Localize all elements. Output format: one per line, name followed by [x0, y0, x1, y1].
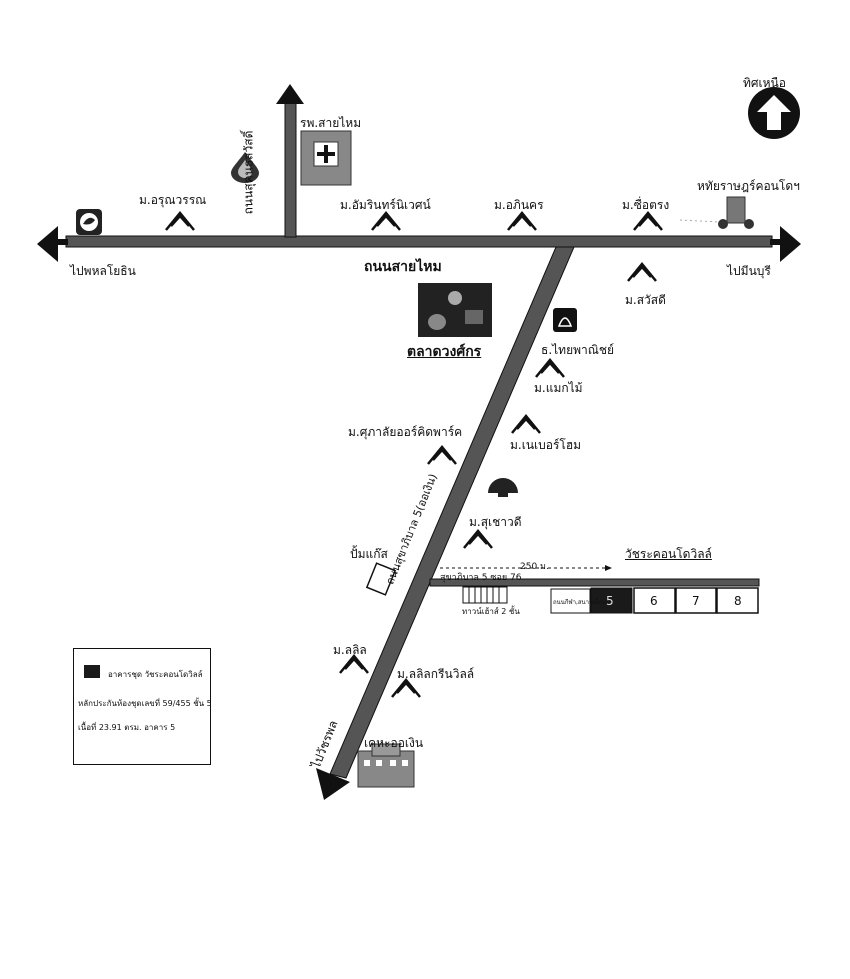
kheha-building-icon: [357, 743, 415, 788]
bank-label: ธ.ไทยพาณิชย์: [541, 343, 615, 357]
bank-icon: [553, 308, 577, 332]
kheha-label: เคหะออเงิน: [364, 736, 424, 750]
suetrong-label: ม.ซื่อตรง: [622, 198, 670, 212]
arrow-north: [276, 84, 304, 104]
main-road-label: ถนนสายไหม: [364, 259, 442, 275]
main-road: [65, 235, 773, 248]
house-icon: [371, 211, 401, 231]
reserve-area: [550, 588, 591, 614]
compass-label: ทิศเหนือ: [743, 76, 786, 90]
soi-label: สุขาภิบาล 5 ซอย 76: [440, 573, 522, 583]
reserve-label: ถนนกีฬา,สนามเด็กเล่น: [553, 599, 613, 606]
townhouse-label: ทาวน์เฮ้าส์ 2 ชั้น: [462, 607, 520, 616]
arrow-southwest: [316, 768, 350, 800]
sawatdee-label: ม.สวัสดี: [625, 293, 666, 307]
west-direction-label: ไปพหลโยธิน: [70, 264, 136, 278]
house-icon: [507, 211, 537, 231]
house-icon: [535, 358, 565, 378]
house-icon: [511, 414, 541, 434]
building-7: [675, 587, 717, 614]
ptt-drop-icon: [231, 152, 259, 183]
house-icon: [339, 654, 369, 674]
legend-line2: เนื้อที่ 23.91 ตรม. อาคาร 5: [78, 723, 176, 732]
diagonal-road: [329, 246, 575, 779]
pt-station-icon: [76, 209, 102, 235]
gas-station-icon: [365, 562, 397, 596]
legend-line1: หลักประกันห้องชุดเลขที่ 59/455 ชั้น 5: [78, 699, 212, 708]
soi-road: [429, 578, 760, 587]
legend-item: อาคารชุด วัชระคอนโดวิลล์: [108, 670, 203, 679]
lalin-label: ม.ลลิล: [333, 643, 367, 657]
houses: [165, 211, 663, 698]
suchaowadee-label: ม.สุเชาวดี: [469, 515, 522, 529]
legend-box: อาคารชุด วัชระคอนโดวิลล์ หลักประกันห้องช…: [73, 648, 212, 765]
legend-swatch: [84, 665, 100, 678]
north-road: [284, 102, 297, 238]
market-label: ตลาดวงศ์กร: [407, 344, 482, 360]
house-icon: [633, 211, 663, 231]
house-icon: [391, 678, 421, 698]
gas-label: ปั้มแก๊ส: [350, 547, 388, 561]
lalin-green-label: ม.ลลิลกรีนวิลล์: [397, 667, 475, 681]
market-icon: [418, 283, 492, 337]
hospital-label: รพ.สายไหม: [300, 116, 362, 130]
naybor-label: ม.เนเบอร์โฮม: [510, 438, 582, 452]
house-icon: [627, 262, 657, 282]
arrow-west: [37, 226, 58, 262]
supalai-label: ม.ศุภาลัยออร์คิดพาร์ค: [348, 425, 463, 439]
hospital-icon: [300, 130, 352, 186]
east-direction-label: ไปมีนบุรี: [727, 264, 771, 278]
house-icon: [427, 445, 457, 465]
distance-label: 250 ม.: [520, 562, 549, 572]
building-6: [633, 587, 676, 614]
building-8-label: 8: [734, 594, 742, 608]
building-8: [716, 587, 759, 614]
building-5-label: 5: [606, 594, 614, 608]
shell-icon: [488, 478, 518, 497]
building-7-label: 7: [692, 594, 700, 608]
building-6-label: 6: [650, 594, 658, 608]
house-icon: [463, 529, 493, 549]
condo-hathai-label: หทัยราษฎร์คอนโดฯ: [697, 179, 800, 193]
amarin-label: ม.อัมรินทร์นิเวศน์: [340, 198, 431, 212]
watchara-label: วัชระคอนโดวิลล์: [625, 547, 712, 561]
building-5: [590, 587, 633, 614]
maekmai-label: ม.แมกไม้: [534, 381, 583, 395]
north-road-label: ถนนสุคนธสวัสดิ์: [241, 130, 256, 215]
north-compass-icon: [748, 87, 800, 139]
arrow-east: [780, 226, 801, 262]
apinakorn-label: ม.อภินคร: [494, 198, 544, 212]
house-icon: [165, 211, 195, 231]
condo-building-icon: [718, 196, 754, 229]
aroonwan-label: ม.อรุณวรรณ: [139, 193, 207, 207]
townhouse-icon: [462, 586, 508, 604]
